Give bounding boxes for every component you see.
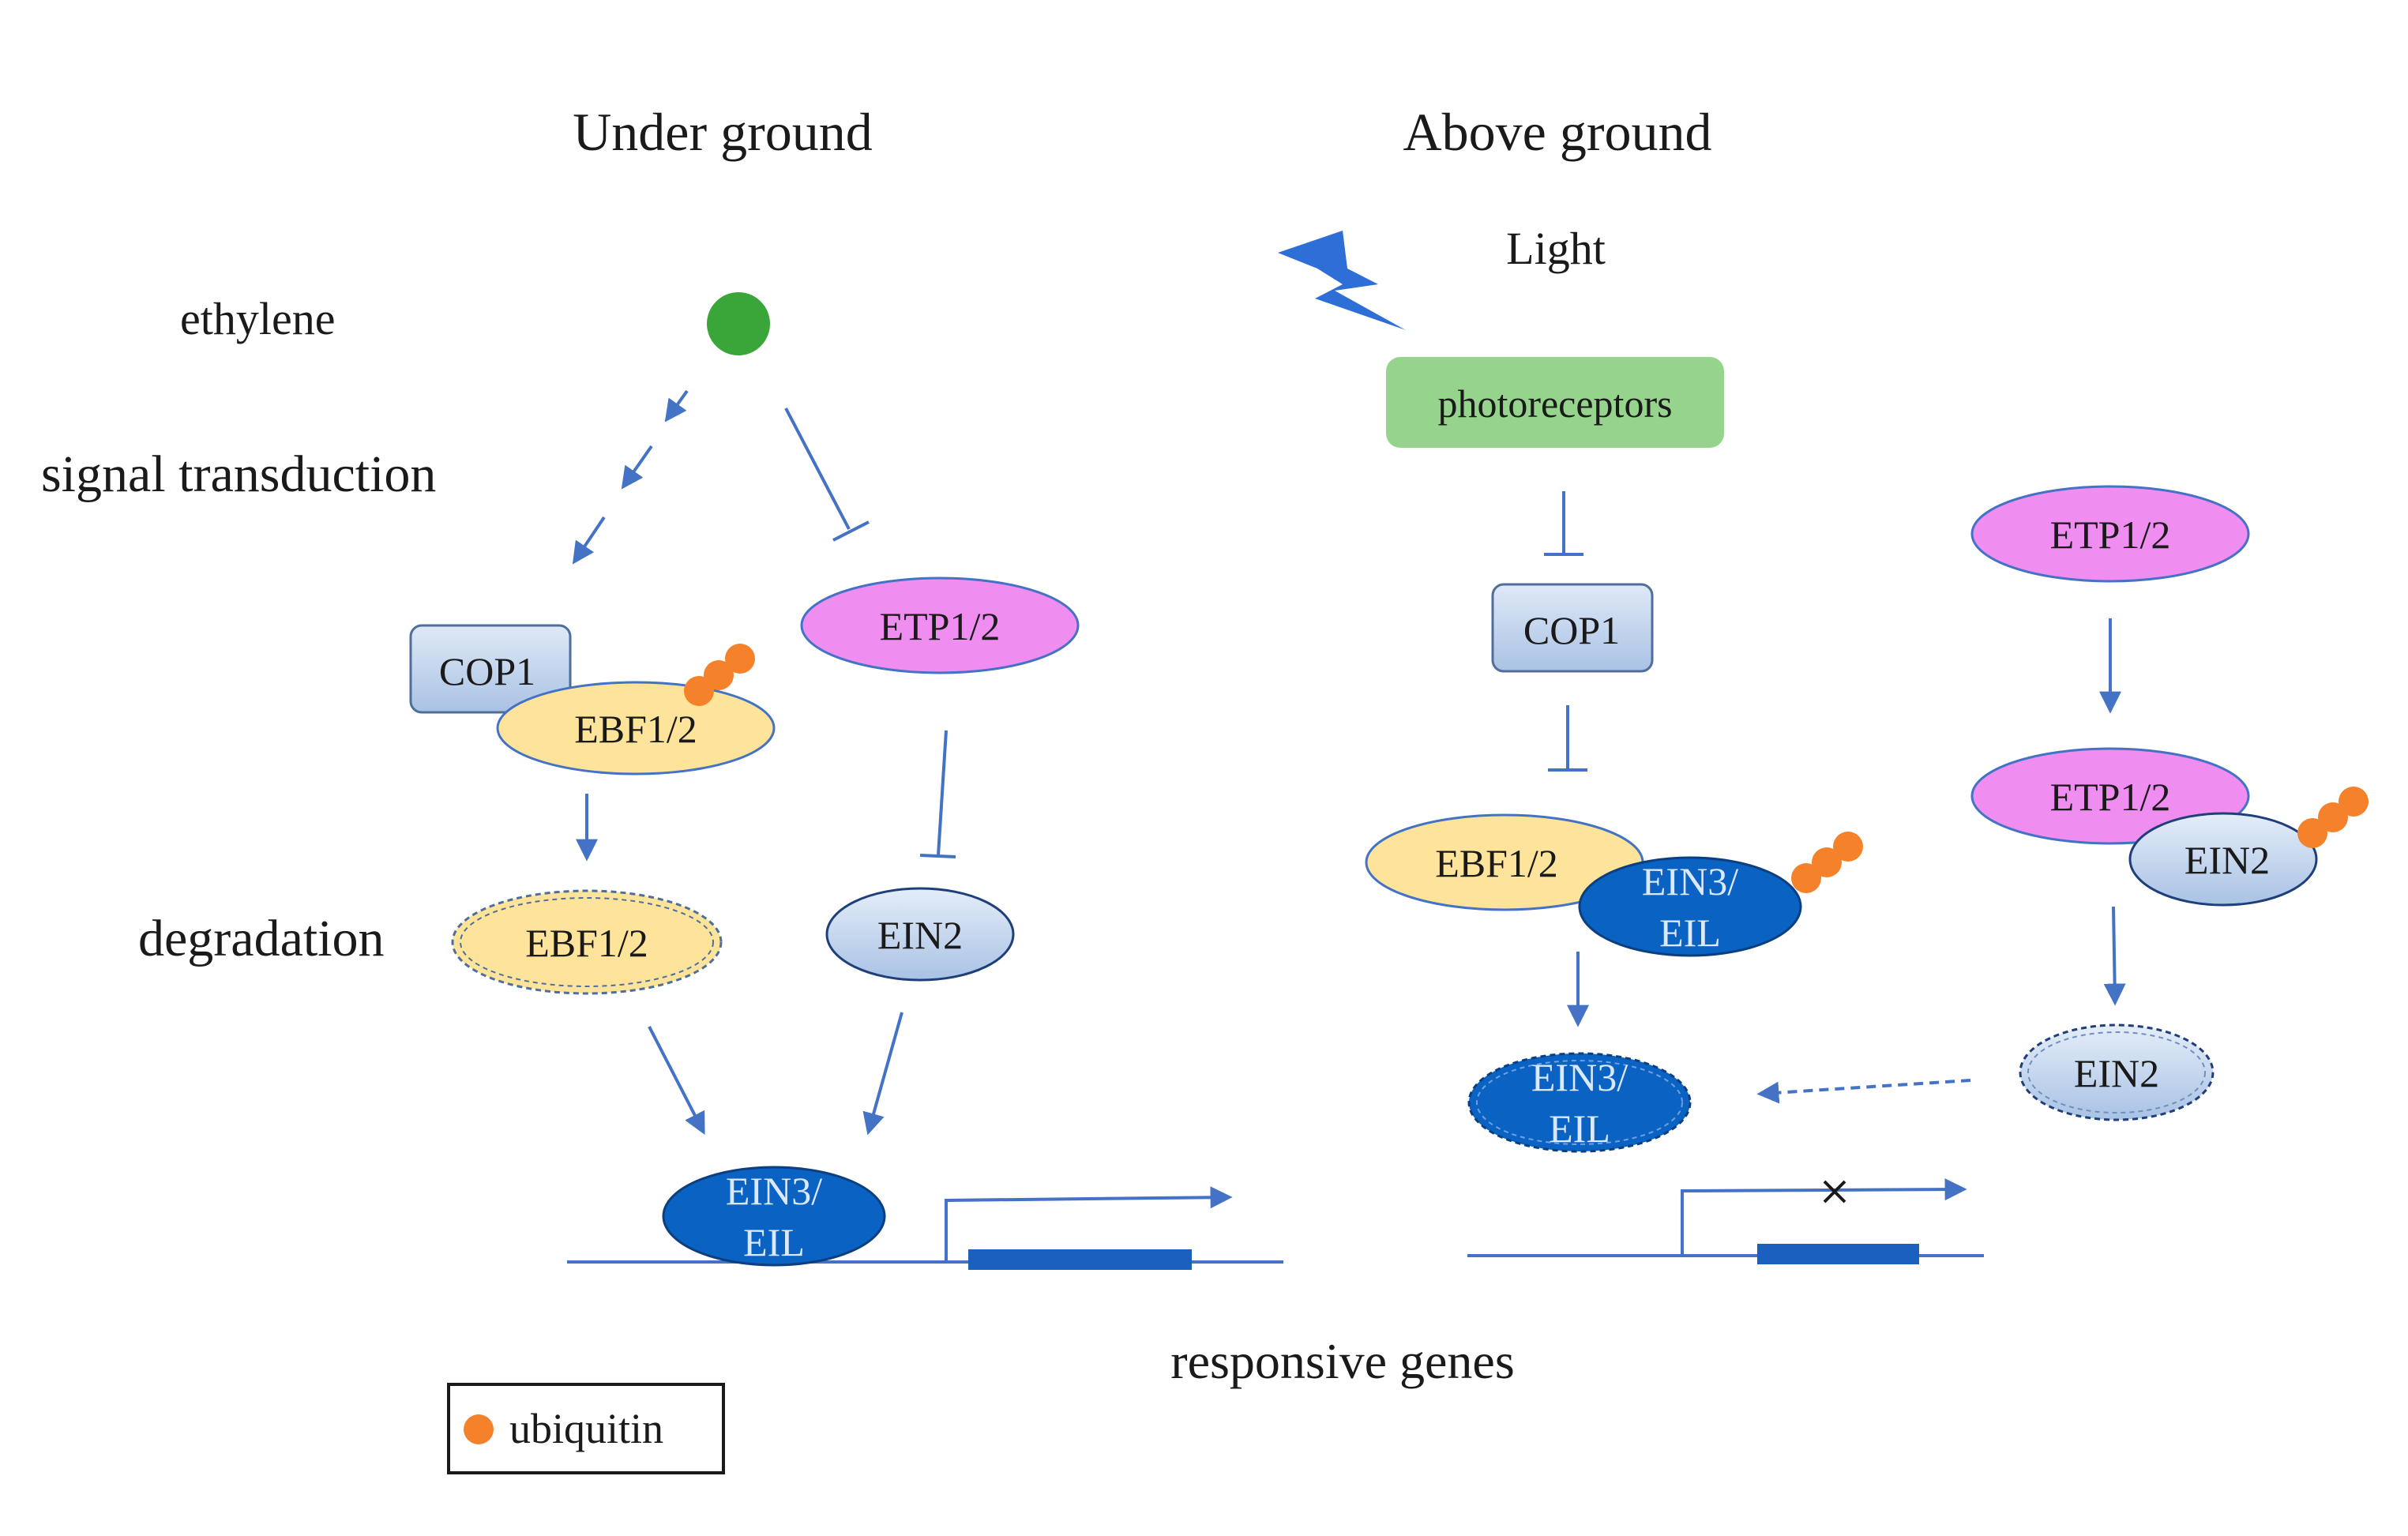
inhibition-ethylene-etp xyxy=(784,407,870,542)
arrow-ein2-to-degradation-right xyxy=(2103,906,2126,1006)
cop1-node-right: COP1 xyxy=(1491,583,1654,673)
heading-above-ground: Above ground xyxy=(1403,102,1712,162)
ein2-node-left: EIN2 xyxy=(825,887,1015,982)
responsive-gene-right xyxy=(1467,1178,1984,1264)
etp12-node-left: ETP1/2 xyxy=(800,576,1080,674)
svg-text:ETP1/2: ETP1/2 xyxy=(2050,513,2171,557)
ein2-node-right: EIN2 xyxy=(2128,812,2318,907)
ubiquitin-chain-ein3-right xyxy=(1791,832,1863,893)
signal-transduction-arrows xyxy=(572,389,689,565)
legend: ubiquitin xyxy=(447,1383,725,1474)
cop1-node-left: COP1 xyxy=(409,624,572,714)
photoreceptors-node: photoreceptors xyxy=(1386,357,1724,448)
lightning-bolt-icon xyxy=(1278,231,1406,330)
arrow-ein2-degraded-to-ein3-degraded xyxy=(1756,1079,1971,1104)
ein2-degraded-node: EIN2 xyxy=(2019,1023,2215,1121)
legend-ubiquitin-label: ubiquitin xyxy=(509,1405,663,1452)
inhibition-cop1-ebf-right xyxy=(1548,705,1587,772)
label-degradation: degradation xyxy=(138,910,385,967)
ethylene-molecule-icon xyxy=(707,292,770,355)
svg-text:EIN3/: EIN3/ xyxy=(1531,1055,1628,1099)
svg-text:COP1: COP1 xyxy=(1523,608,1620,652)
svg-text:COP1: COP1 xyxy=(439,649,535,693)
ein3-eil-degraded-node: EIN3/ EIL xyxy=(1467,1052,1692,1153)
svg-text:EIL: EIL xyxy=(1659,911,1721,955)
ein3-eil-node-right: EIN3/ EIL xyxy=(1578,856,1802,957)
svg-text:EIN2: EIN2 xyxy=(2074,1051,2159,1095)
svg-text:EIN3/: EIN3/ xyxy=(1642,859,1738,903)
label-signal-transduction: signal transduction xyxy=(41,445,436,503)
svg-text:EBF1/2: EBF1/2 xyxy=(574,707,697,751)
inhibition-photoreceptors-cop1 xyxy=(1544,491,1583,556)
ebf12-node-right: EBF1/2 xyxy=(1365,813,1644,911)
heading-under-ground: Under ground xyxy=(573,102,873,162)
ebf12-degraded-node: EBF1/2 xyxy=(451,889,723,995)
svg-text:ETP1/2: ETP1/2 xyxy=(2050,775,2171,819)
inhibition-etp-ein2-left xyxy=(919,730,956,858)
arrow-degraded-ebf-to-ein3 xyxy=(648,1026,705,1135)
ebf12-node-left: EBF1/2 xyxy=(496,681,776,776)
svg-text:photoreceptors: photoreceptors xyxy=(1437,381,1672,426)
label-light: Light xyxy=(1506,223,1606,274)
svg-text:EIN2: EIN2 xyxy=(877,913,963,957)
svg-text:EIN2: EIN2 xyxy=(2184,838,2270,882)
svg-text:ETP1/2: ETP1/2 xyxy=(880,604,1001,648)
ein3-eil-node-left: EIN3/ EIL xyxy=(662,1166,886,1267)
svg-text:EBF1/2: EBF1/2 xyxy=(1435,841,1558,885)
ubiquitin-chain-ein2-right xyxy=(2297,787,2369,848)
arrow-ein2-to-ein3 xyxy=(862,1012,903,1136)
ubiquitin-chain-ebf-left xyxy=(684,644,755,706)
svg-text:EIN3/: EIN3/ xyxy=(726,1169,822,1213)
label-ethylene: ethylene xyxy=(180,293,335,344)
svg-text:EBF1/2: EBF1/2 xyxy=(525,921,648,965)
etp12-node-right-top: ETP1/2 xyxy=(1970,485,2250,583)
label-responsive-genes: responsive genes xyxy=(1170,1333,1514,1389)
responsive-gene-left xyxy=(567,1186,1283,1270)
ubiquitin-dot-icon xyxy=(464,1414,494,1444)
svg-text:EIL: EIL xyxy=(743,1220,805,1264)
svg-text:EIL: EIL xyxy=(1549,1106,1610,1151)
transcription-blocked-icon xyxy=(1823,1180,1846,1204)
